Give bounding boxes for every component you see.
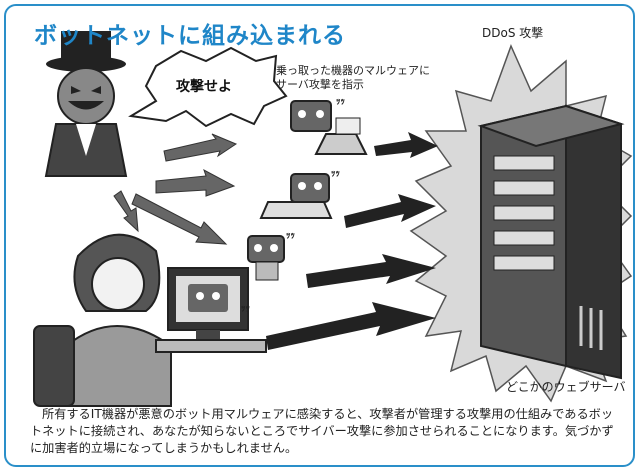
bot-phone: ｯｯ bbox=[247, 231, 296, 281]
page-title: ボットネットに組み込まれる bbox=[34, 23, 346, 49]
ddos-label: DDoS 攻撃 bbox=[482, 26, 544, 40]
server-label: どこかのウェブサーバ bbox=[506, 380, 626, 394]
svg-text:ｯｯ: ｯｯ bbox=[331, 169, 341, 179]
caption-text: 所有するIT機器が悪意のボット用マルウェアに感染すると、攻撃者が管理する攻撃用の… bbox=[30, 407, 614, 455]
bot-laptop-2: ｯｯ bbox=[259, 169, 341, 219]
svg-text:ｯｯ: ｯｯ bbox=[336, 97, 346, 107]
svg-text:ｯｯ: ｯｯ bbox=[241, 304, 251, 314]
command-arrows bbox=[113, 133, 238, 245]
attacker-character bbox=[44, 31, 128, 177]
speech-text: 攻撃せよ bbox=[176, 79, 232, 95]
instruction-line-1: 乗っ取った機器のマルウェアに bbox=[276, 64, 430, 77]
attack-bolts bbox=[266, 132, 438, 350]
web-server bbox=[477, 104, 625, 380]
instruction-line-2: サーバ攻撃を指示 bbox=[276, 78, 364, 91]
bot-monitor: ｯｯ bbox=[155, 267, 267, 353]
svg-text:ｯｯ: ｯｯ bbox=[286, 231, 296, 241]
illustration-frame: ｯｯ ｯｯ ｯｯ ｯｯ bbox=[4, 4, 635, 467]
victim-user bbox=[33, 233, 172, 407]
bot-laptop-1: ｯｯ bbox=[290, 97, 368, 155]
instruction-label: 乗っ取った機器のマルウェアに サーバ攻撃を指示 bbox=[276, 64, 496, 92]
speech-bubble bbox=[128, 46, 288, 128]
botnet-illustration: ｯｯ ｯｯ ｯｯ ｯｯ bbox=[33, 31, 633, 407]
